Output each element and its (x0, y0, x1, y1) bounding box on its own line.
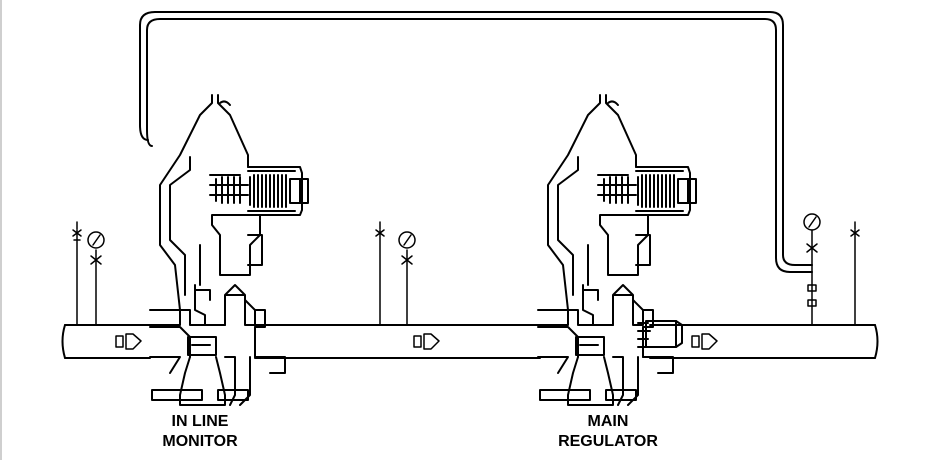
in-line-monitor-regulator (149, 94, 309, 406)
main-regulator (537, 94, 697, 406)
main-pipeline (61, 324, 879, 359)
in-line-monitor-label-line1: IN LINE (171, 413, 229, 430)
main-regulator-label-line1: MAIN (587, 413, 629, 430)
main-regulator-label-line2: REGULATOR (558, 433, 658, 450)
pressure-gauge-icon (398, 231, 416, 326)
pressure-gauge-icon (87, 231, 105, 326)
pressure-gauge-icon (803, 213, 821, 326)
vent-icon (375, 221, 385, 326)
frame-left-border (0, 0, 2, 460)
sensing-line-loop (139, 11, 813, 273)
in-line-monitor-label-line2: MONITOR (162, 433, 238, 450)
main-regulator-label: MAIN REGULATOR (533, 412, 683, 452)
flow-arrow-icon (115, 333, 142, 350)
in-line-monitor-label: IN LINE MONITOR (130, 412, 270, 452)
vent-icon (72, 221, 82, 326)
flow-arrow-icon (413, 333, 440, 350)
needle-valve-icon (807, 284, 817, 307)
flow-arrow-icon (691, 333, 718, 350)
vent-icon (850, 221, 860, 326)
